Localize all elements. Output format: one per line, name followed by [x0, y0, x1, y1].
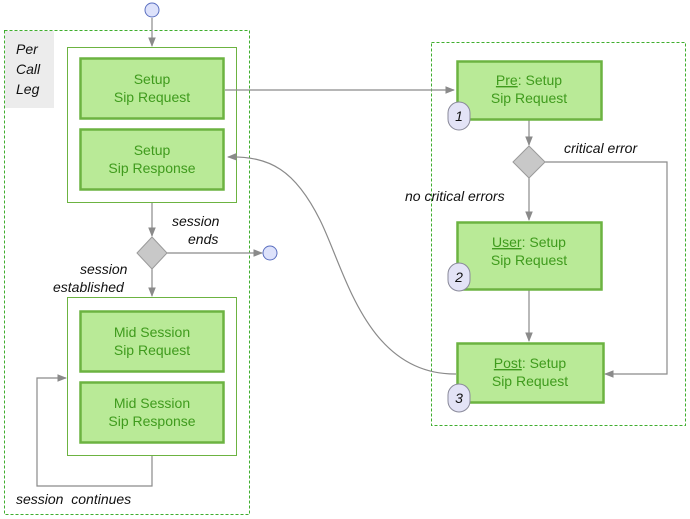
end-node	[262, 245, 278, 261]
pre-rest: : Setup	[518, 72, 563, 88]
setup-sip-response-node: Setup Sip Response	[79, 128, 225, 191]
pre-line-1: Pre: Setup	[496, 72, 562, 88]
setup-sip-request-line-2: Sip Request	[114, 89, 190, 105]
session-ends-label-2: ends	[188, 231, 218, 247]
mid-session-sip-request-node: Mid Session Sip Request	[79, 310, 225, 373]
mid-session-response-line-2: Sip Response	[108, 413, 195, 429]
group-label-line-3: Leg	[16, 81, 40, 97]
step-badge-2-number: 2	[454, 269, 463, 285]
user-setup-sip-request-node: User: Setup Sip Request	[456, 221, 603, 291]
critical-error-label: critical error	[564, 140, 638, 156]
group-label-line-2: Call	[16, 61, 41, 77]
user-rest: : Setup	[522, 234, 567, 250]
setup-sip-response-line-2: Sip Response	[108, 160, 195, 176]
session-decision	[136, 236, 168, 270]
user-line-2: Sip Request	[491, 252, 567, 268]
mid-session-sip-response-node: Mid Session Sip Response	[79, 381, 225, 444]
pre-prefix: Pre	[496, 72, 518, 88]
step-badge-2: 2	[447, 262, 471, 292]
setup-sip-response-line-1: Setup	[134, 142, 171, 158]
critical-error-decision	[512, 145, 546, 179]
step-badge-3: 3	[447, 383, 471, 413]
post-to-response-connector	[227, 152, 457, 375]
group-label-box	[5, 31, 54, 108]
no-critical-errors-label: no critical errors	[405, 188, 505, 204]
critical-error-connector	[545, 161, 668, 378]
session-continues-loop	[36, 374, 153, 487]
post-line-1: Post: Setup	[494, 355, 567, 371]
post-setup-sip-request-node: Post: Setup Sip Request	[456, 342, 605, 404]
post-rest: : Setup	[522, 355, 567, 371]
step-badge-1-number: 1	[455, 108, 463, 124]
step-badge-1: 1	[447, 101, 471, 131]
mid-session-request-line-1: Mid Session	[114, 324, 190, 340]
mid-session-request-line-2: Sip Request	[114, 342, 190, 358]
session-established-label-1: session	[80, 261, 128, 277]
mid-session-response-line-1: Mid Session	[114, 395, 190, 411]
pre-setup-sip-request-node: Pre: Setup Sip Request	[456, 60, 603, 121]
start-node	[144, 2, 160, 18]
session-ends-label-1: session	[172, 213, 220, 229]
user-prefix: User	[492, 234, 522, 250]
setup-sip-request-node: Setup Sip Request	[79, 57, 225, 120]
post-line-2: Sip Request	[492, 373, 568, 389]
setup-sip-request-line-1: Setup	[134, 71, 171, 87]
plugin-chain-group	[431, 42, 686, 426]
step-badge-3-number: 3	[455, 390, 463, 406]
user-line-1: User: Setup	[492, 234, 566, 250]
group-label-line-1: Per	[16, 41, 39, 57]
session-continues-label: session continues	[16, 491, 131, 507]
per-call-leg-group	[4, 30, 250, 515]
pre-line-2: Sip Request	[491, 90, 567, 106]
post-prefix: Post	[494, 355, 522, 371]
session-established-label-2: established	[53, 279, 125, 295]
